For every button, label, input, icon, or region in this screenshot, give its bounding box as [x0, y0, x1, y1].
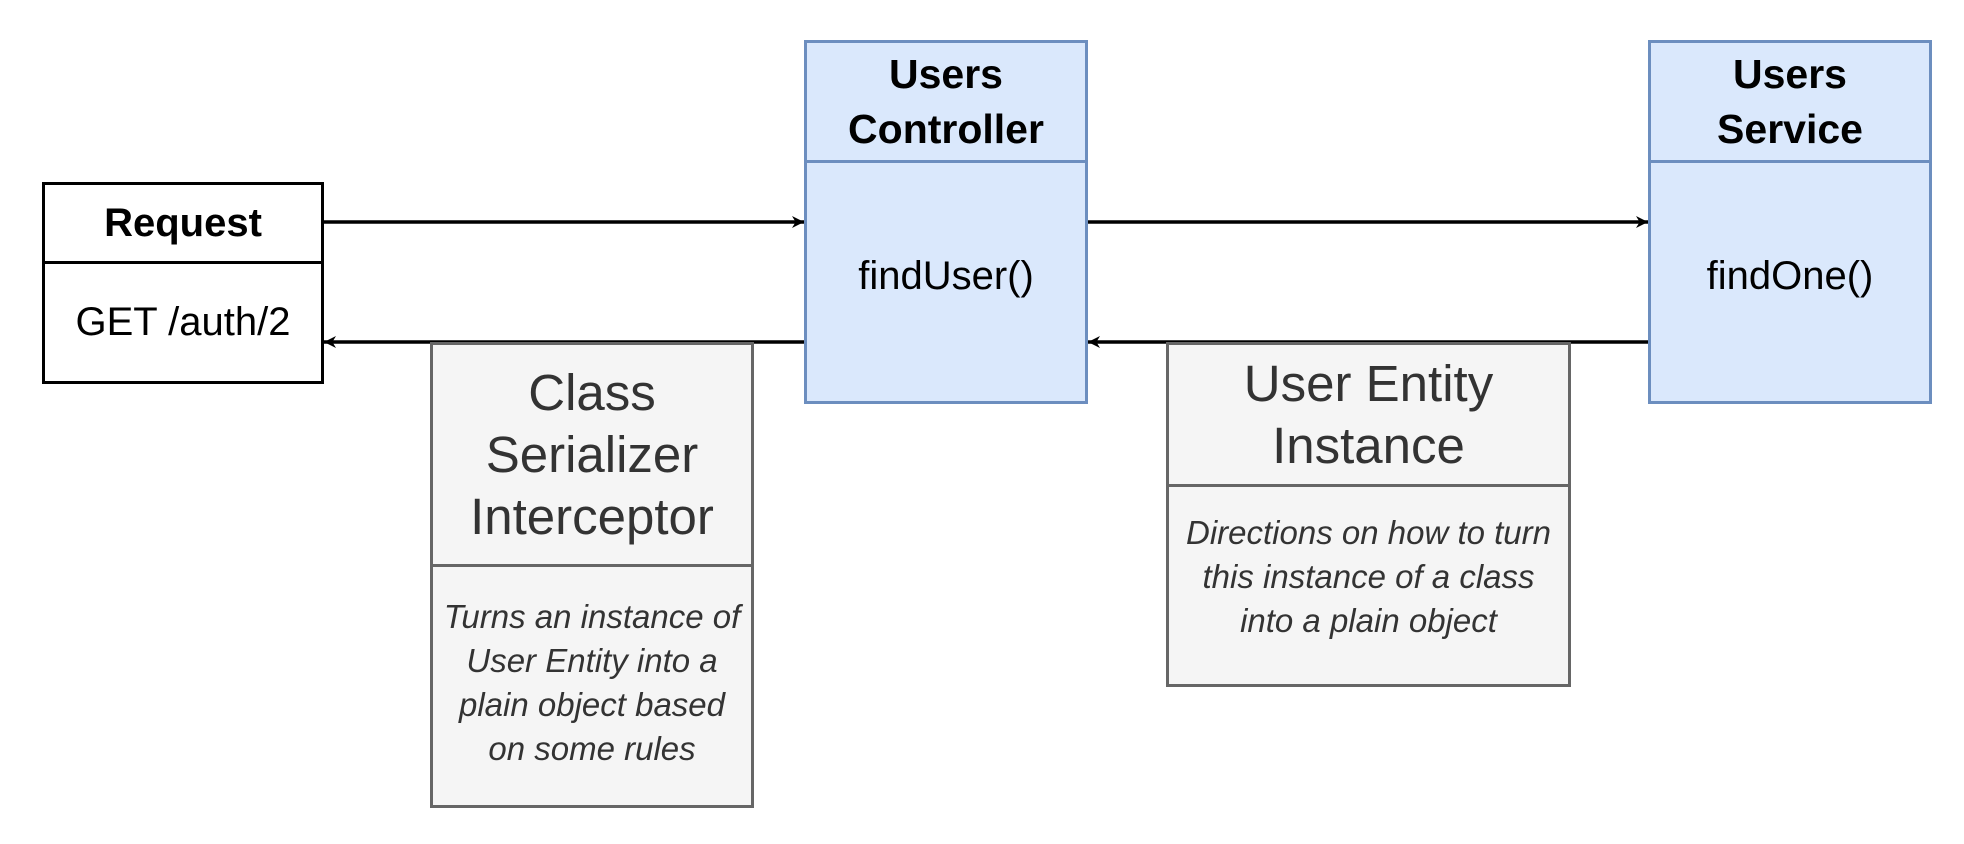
class-serializer-interceptor-box: Class Serializer Interceptor Turns an in…: [430, 342, 754, 808]
serializer-note: Turns an instance of User Entity into a …: [443, 598, 741, 767]
user-entity-instance-box: User Entity Instance Directions on how t…: [1166, 342, 1571, 687]
entity-note: Directions on how to turn this instance …: [1185, 513, 1551, 639]
request-box: Request GET /auth/2: [42, 182, 324, 384]
users-service-method: findOne(): [1706, 253, 1874, 298]
users-controller-method: findUser(): [858, 253, 1034, 298]
request-body: GET /auth/2: [75, 300, 291, 344]
users-controller-title: Users Controller: [807, 43, 1085, 163]
users-service-box: Users Service findOne(): [1648, 40, 1932, 404]
request-title: Request: [45, 185, 321, 264]
entity-title: User Entity Instance: [1169, 345, 1568, 487]
users-service-title: Users Service: [1651, 43, 1929, 163]
serializer-title: Class Serializer Interceptor: [433, 345, 751, 567]
users-controller-box: Users Controller findUser(): [804, 40, 1088, 404]
